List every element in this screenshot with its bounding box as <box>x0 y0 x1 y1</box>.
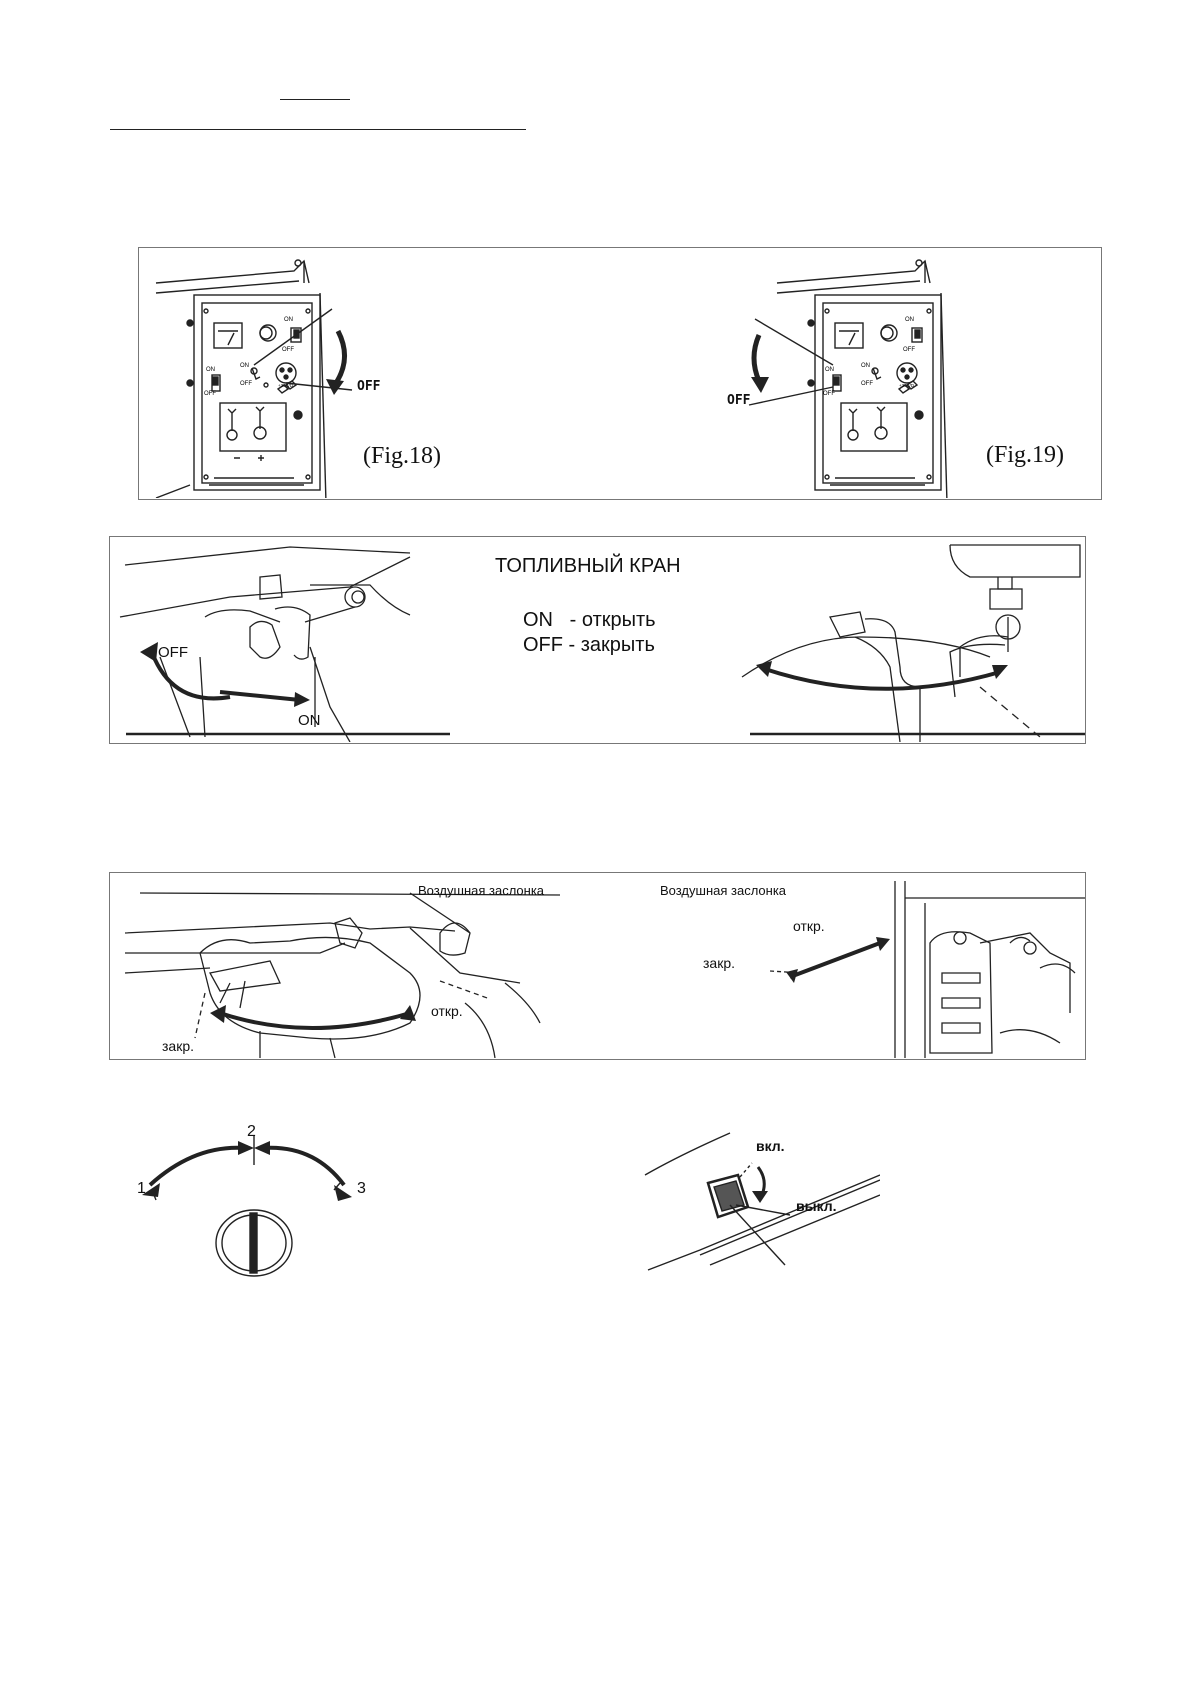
fig19-dc-label: +30 VD <box>899 383 915 388</box>
dial-position-1: 1 <box>137 1180 146 1197</box>
dial-position-2: 2 <box>247 1123 256 1140</box>
choke-right-title: Воздушная заслонка <box>660 883 787 898</box>
choke-right-drawing <box>769 881 1085 1058</box>
fig18-off-label: OFF <box>357 379 381 394</box>
fuel-valve-line-off: OFF - закрыть <box>523 634 655 656</box>
fig18-meter-on: ON <box>284 317 293 323</box>
fig19-breaker-on: ON <box>825 367 834 373</box>
dial-position-3: 3 <box>357 1180 366 1197</box>
fuel-valve-title: ТОПЛИВНЫЙ КРАН <box>495 555 681 577</box>
fig18-dc-label: +30 VD <box>278 383 294 388</box>
fuel-valve-line-on: ON - открыть <box>523 609 656 631</box>
choke-left-open: откр. <box>431 1003 463 1019</box>
fig18-control-panel-drawing: ON OFF ON OFF ON OFF +30 VD <box>155 259 353 498</box>
fig19-caption: (Fig.19) <box>986 442 1064 468</box>
fig18-switch-off: OFF <box>240 381 252 387</box>
header-long-rule <box>110 129 526 130</box>
fuel-valve-left-off: OFF <box>158 644 188 661</box>
fig18-breaker-on: ON <box>206 367 215 373</box>
control-panel-figures: ON OFF ON OFF ON OFF +30 VD OFF (Fig.18) <box>138 247 1102 500</box>
choke-left-closed: закр. <box>162 1038 195 1054</box>
fuel-valve-left-drawing <box>119 546 450 742</box>
fig19-breaker-off: OFF <box>823 391 835 397</box>
fig19-off-label: OFF <box>727 393 751 408</box>
fig18-switch-on: ON <box>240 363 249 369</box>
fig18-meter-off: OFF <box>282 347 294 353</box>
switch-on-label: вкл. <box>756 1138 785 1154</box>
fig18-caption: (Fig.18) <box>363 443 441 469</box>
fig18-breaker-off: OFF <box>204 391 216 397</box>
choke-left-title: Воздушная заслонка <box>418 883 545 898</box>
fuel-valve-left-on: ON <box>298 712 321 729</box>
fig19-switch-on: ON <box>861 363 870 369</box>
choke-right-closed: закр. <box>703 955 736 971</box>
fig19-switch-off: OFF <box>861 381 873 387</box>
choke-right-open: откр. <box>793 918 825 934</box>
rocker-switch-drawing <box>644 1132 880 1271</box>
fig19-meter-off: OFF <box>903 347 915 353</box>
fuel-valve-figure: OFF ON ТОПЛИВНЫЙ КРАН ON - открыть OFF -… <box>109 536 1086 744</box>
choke-figure: Воздушная заслонка откр. закр. Воздушная… <box>109 872 1086 1060</box>
switch-off-label: выкл. <box>796 1198 837 1214</box>
fig19-control-panel-drawing: ON OFF ON OFF ON OFF +30 VD <box>748 259 948 498</box>
choke-left-drawing <box>124 892 561 1058</box>
fig19-meter-on: ON <box>905 317 914 323</box>
fuel-cap-dial-drawing <box>142 1135 352 1277</box>
header-short-rule <box>280 99 350 100</box>
fuel-valve-right-drawing <box>741 544 1085 742</box>
